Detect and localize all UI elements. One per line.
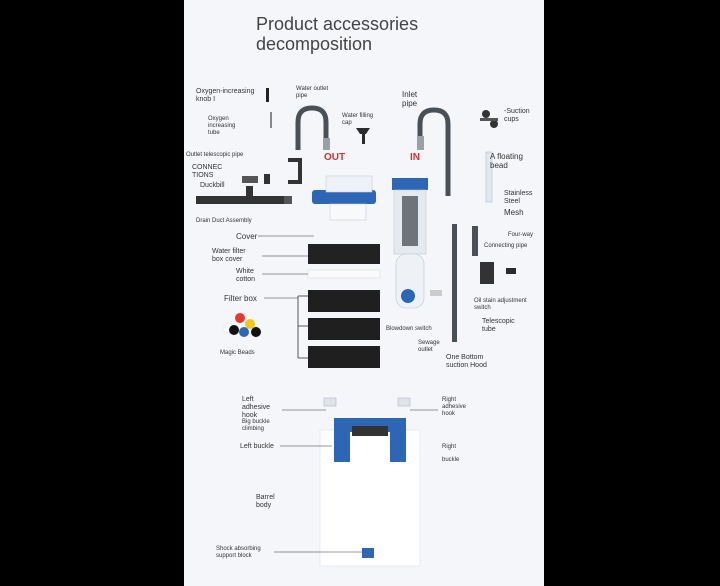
parts-illustration xyxy=(196,88,516,567)
water-outlet-pipe-part xyxy=(295,105,329,150)
oil-stain-switch-part xyxy=(506,268,516,274)
label-four-way: Four-way xyxy=(508,232,534,238)
label-left-adhesive-hook: Left adhesive hook xyxy=(242,396,271,419)
label-oxygen-knob: Oxygen-increasing knob I xyxy=(196,88,255,103)
oxygen-knob-part xyxy=(266,88,269,102)
connections-part xyxy=(264,174,270,184)
label-duckbill: Duckbill xyxy=(200,182,225,189)
label-mesh: Mesh xyxy=(504,208,524,217)
label-barrel-body: Barrel body xyxy=(256,494,275,509)
label-water-filling-cap: Water filling cap xyxy=(342,113,374,126)
oxygen-tube-part xyxy=(270,112,272,128)
label-floating-bead: A floating bead xyxy=(490,152,523,170)
left-adhesive-hook-part xyxy=(323,397,337,407)
label-oil-stain: Oil stain adjustment switch xyxy=(474,298,527,311)
label-drain-duct: Drain Duct Assembly xyxy=(196,218,252,224)
shock-block-part xyxy=(362,548,374,558)
white-cotton-part xyxy=(307,269,381,279)
label-stainless-steel: Stainless Steel xyxy=(504,190,533,205)
label-suction-cups: -Suction cups xyxy=(504,108,530,123)
label-big-buckle: Big buckle climbing xyxy=(242,419,270,432)
four-way-part xyxy=(472,226,478,256)
outlet-telescopic-pipe-part xyxy=(288,158,302,184)
label-filter-box: Filter box xyxy=(224,294,257,303)
inlet-pipe-part xyxy=(417,107,451,196)
label-outlet-telescopic-pipe: Outlet telescopic pipe xyxy=(186,152,244,158)
label-blowdown-switch: Blowdown switch xyxy=(386,326,432,332)
floating-bead-part xyxy=(485,151,493,203)
label-buckle: buckle xyxy=(442,457,460,463)
label-white-cotton: White cotton xyxy=(236,268,256,283)
filter-box-cover-part xyxy=(308,244,380,264)
label-connecting-pipe: Connecting pipe xyxy=(484,243,528,249)
cover-part xyxy=(312,190,376,204)
label-water-outlet-pipe: Water outlet pipe xyxy=(296,86,329,99)
suction-cup-part xyxy=(482,110,490,118)
label-telescopic-tube: Telescopic tube xyxy=(482,318,515,333)
label-left-buckle: Left buckle xyxy=(240,443,274,450)
label-right-adhesive-hook: Right adhesive hook xyxy=(442,397,467,417)
right-adhesive-hook-part xyxy=(397,397,411,407)
label-out: OUT xyxy=(324,152,346,163)
water-filling-cap-part xyxy=(356,128,370,134)
label-sewage-outlet: Sewage outlet xyxy=(418,340,440,353)
label-one-bottom: One Bottom suction Hood xyxy=(446,354,487,369)
label-in: IN xyxy=(410,152,420,163)
mesh-part xyxy=(392,178,428,190)
drain-duct-part xyxy=(196,196,292,204)
label-right: Right xyxy=(442,444,457,450)
label-shock-block: Shock absorbing support block xyxy=(216,546,261,559)
label-connections: CONNEC TIONS xyxy=(192,164,223,179)
filter-box-part xyxy=(308,290,380,312)
page-title: Product accessories decomposition xyxy=(256,14,419,54)
label-oxygen-tube: Oxygen increasing tube xyxy=(208,116,236,136)
label-magic-beads: Magic Beads xyxy=(220,350,255,356)
telescopic-tube-part xyxy=(452,224,457,342)
blowdown-switch-part xyxy=(401,289,415,303)
label-water-filter-box-cover: Water filter box cover xyxy=(212,248,246,263)
diagram-sheet: Product accessories decomposition Oxygen… xyxy=(184,0,544,586)
duckbill-part xyxy=(242,176,258,183)
label-cover: Cover xyxy=(236,232,258,241)
label-inlet-pipe: Inlet pipe xyxy=(402,90,418,108)
